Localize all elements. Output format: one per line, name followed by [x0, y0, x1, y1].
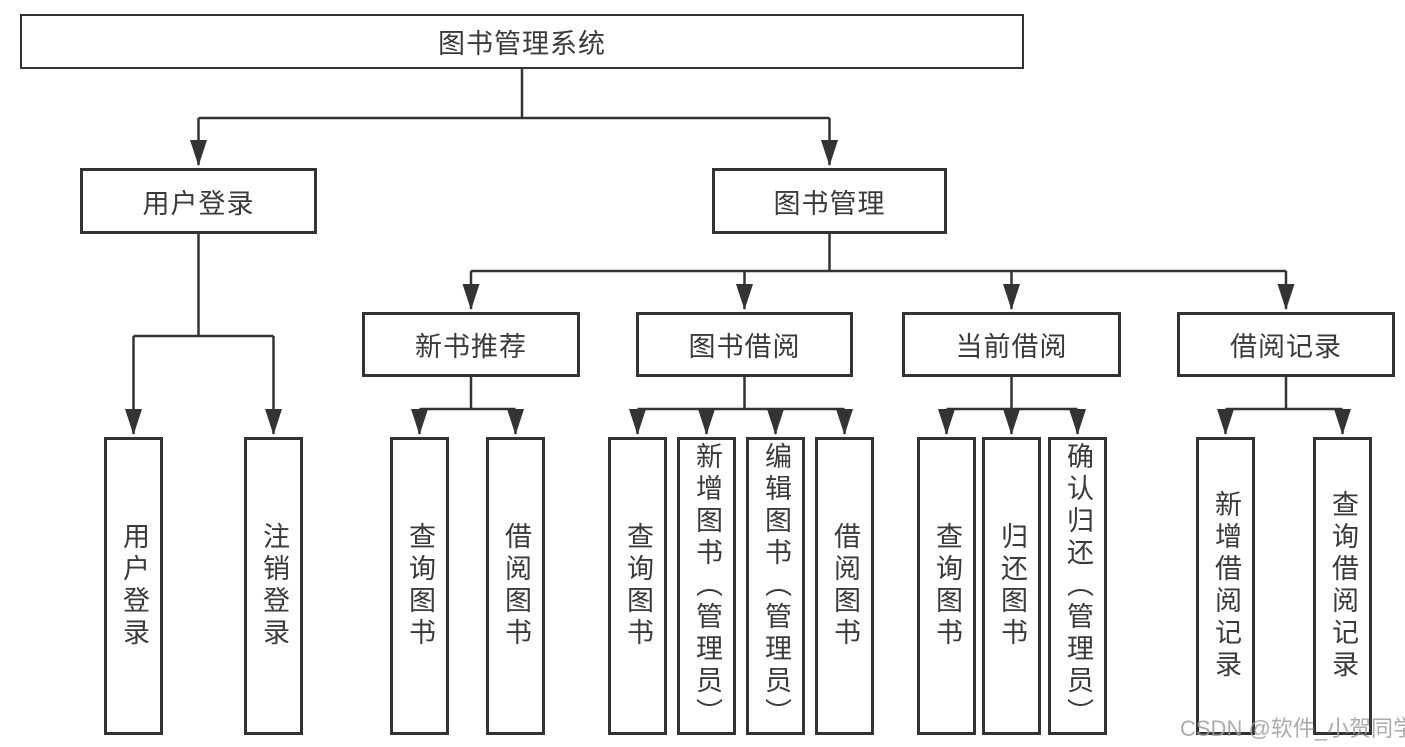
node-label: 当前借阅 [955, 332, 1068, 362]
node-current-borrowing: 当前借阅 [902, 312, 1121, 377]
node-label: 新书推荐 [415, 332, 527, 362]
leaf-label: 用户登录 [119, 522, 149, 650]
node-library-management-system: 图书管理系统 [20, 14, 1024, 69]
leaf-label: 查询图书 [932, 522, 962, 650]
leaf-query-books-borrowing: 查询图书 [608, 437, 667, 735]
leaf-return-books: 归还图书 [982, 437, 1041, 735]
leaf-label: 查询借阅记录 [1328, 490, 1358, 682]
leaf-label: 查询图书 [623, 522, 653, 650]
node-book-management: 图书管理 [712, 168, 947, 234]
connector-book-borrowing-children [629, 377, 853, 435]
leaf-query-books-current: 查询图书 [917, 437, 976, 735]
node-label: 图书借阅 [688, 332, 801, 362]
node-new-book-recommend: 新书推荐 [362, 312, 580, 377]
leaf-borrow-books: 借阅图书 [815, 437, 874, 735]
leaf-query-books-newbook: 查询图书 [390, 437, 449, 735]
leaf-edit-books-admin: 编辑图书（管理员） [746, 437, 805, 735]
leaf-borrow-books-newbook: 借阅图书 [486, 437, 545, 735]
node-user-login: 用户登录 [80, 168, 317, 234]
leaf-label: 新增借阅记录 [1211, 490, 1241, 682]
node-book-borrowing: 图书借阅 [636, 312, 853, 377]
leaf-add-borrow-record: 新增借阅记录 [1196, 437, 1255, 735]
connector-borrowing-records-children [1217, 377, 1351, 435]
leaf-logout-login: 注销登录 [244, 437, 303, 735]
leaf-query-borrow-record: 查询借阅记录 [1313, 437, 1372, 735]
leaf-label: 确认归还（管理员） [1063, 442, 1093, 730]
leaf-label: 编辑图书（管理员） [761, 442, 791, 730]
connector-root-to-level2 [190, 69, 838, 166]
leaf-add-books-admin: 新增图书（管理员） [677, 437, 736, 735]
leaf-label: 借阅图书 [501, 522, 531, 650]
node-borrowing-records: 借阅记录 [1177, 312, 1395, 377]
connector-book-management-children [462, 234, 1295, 310]
connector-user-login-children [125, 234, 282, 435]
leaf-label: 注销登录 [259, 522, 289, 650]
node-label: 借阅记录 [1230, 332, 1342, 362]
watermark: CSDN @软件_小贺同学 [1180, 716, 1405, 741]
leaf-label: 查询图书 [405, 522, 435, 650]
connector-new-book-recommend-children [411, 377, 524, 435]
leaf-label: 新增图书（管理员） [692, 442, 722, 730]
node-label: 图书管理 [773, 188, 886, 219]
leaf-label: 借阅图书 [830, 522, 860, 650]
leaf-user-login: 用户登录 [104, 437, 163, 735]
node-label: 图书管理系统 [438, 29, 606, 59]
node-label: 用户登录 [142, 188, 255, 219]
leaf-label: 归还图书 [997, 522, 1027, 650]
connector-current-borrowing-children [938, 377, 1086, 435]
leaf-confirm-return-admin: 确认归还（管理员） [1048, 437, 1107, 735]
